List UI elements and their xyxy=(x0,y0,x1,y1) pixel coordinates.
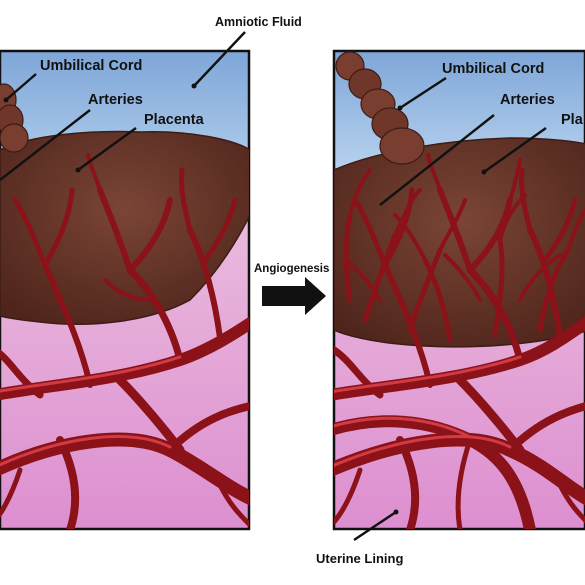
panel-before xyxy=(0,49,251,531)
label-arteries-right: Arteries xyxy=(500,92,555,108)
leader-placenta-left xyxy=(77,127,137,171)
label-angiogenesis: Angiogenesis xyxy=(254,263,329,275)
leader-umbilical-cord-left xyxy=(5,73,37,101)
label-uterine-lining: Uterine Lining xyxy=(316,551,403,566)
label-placenta-left: Placenta xyxy=(144,112,205,128)
leader-uterine-lining xyxy=(353,511,397,541)
leader-placenta-right xyxy=(483,127,547,173)
label-placenta-right: Pla xyxy=(561,112,584,128)
leader-arteries-right xyxy=(379,114,495,206)
leader-arteries-left xyxy=(0,109,91,181)
label-umbilical-cord-left: Umbilical Cord xyxy=(40,58,142,74)
label-umbilical-cord-right: Umbilical Cord xyxy=(442,61,544,77)
umbilical-cord-before xyxy=(0,83,29,153)
leader-amniotic-fluid xyxy=(193,31,246,87)
leader-umbilical-cord-right xyxy=(399,76,447,110)
label-arteries-left: Arteries xyxy=(88,92,143,108)
panel-after xyxy=(332,49,585,531)
arteries-before xyxy=(0,153,249,529)
leader-lines xyxy=(0,31,547,541)
arteries-after xyxy=(334,153,585,529)
umbilical-cord-after xyxy=(335,51,425,165)
angiogenesis-arrow xyxy=(262,277,326,315)
placenta-mass-before xyxy=(0,130,249,325)
label-amniotic-fluid: Amniotic Fluid xyxy=(215,15,302,29)
